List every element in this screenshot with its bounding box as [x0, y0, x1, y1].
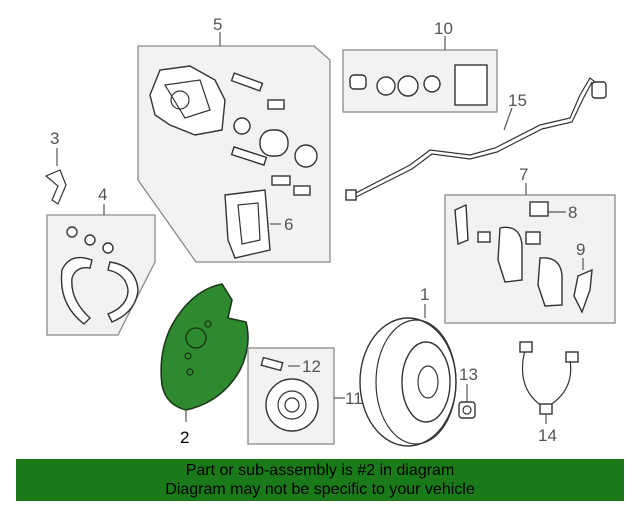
- seal-kit-group: 10: [342, 19, 498, 113]
- spring-clip-group: 3: [44, 129, 67, 205]
- callout-9: 9: [576, 240, 585, 259]
- callout-1: 1: [420, 285, 429, 304]
- brake-hose-group: 14: [519, 341, 579, 445]
- parking-brake-shoe-group: 4: [46, 185, 156, 336]
- banner-line-1: Part or sub-assembly is #2 in diagram: [185, 462, 455, 479]
- callout-2: 2: [180, 428, 189, 447]
- dust-shield-group: 2: [160, 283, 249, 447]
- callout-13: 13: [459, 365, 478, 384]
- callout-11: 11: [345, 389, 363, 408]
- callout-7: 7: [519, 165, 528, 184]
- callout-3: 3: [50, 129, 59, 148]
- dust-shield-highlight: [160, 283, 249, 411]
- callout-4: 4: [98, 185, 107, 204]
- info-banner: Part or sub-assembly is #2 in diagram Di…: [16, 459, 624, 501]
- hub-bearing-group: 12 11: [247, 347, 363, 445]
- callout-6: 6: [284, 215, 293, 234]
- callout-10: 10: [434, 19, 453, 38]
- callout-8: 8: [568, 203, 577, 222]
- caliper-assembly-group: 5 6: [137, 15, 331, 263]
- callout-12: 12: [302, 357, 321, 376]
- hub-nut-group: 13: [458, 365, 478, 419]
- banner-line-2: Diagram may not be specific to your vehi…: [165, 481, 475, 498]
- brake-rotor-group: 1: [359, 285, 457, 447]
- callout-15: 15: [508, 91, 527, 110]
- callout-14: 14: [538, 426, 557, 445]
- brake-pad-group: 7 8 9: [444, 165, 616, 324]
- abs-sensor-wire-group: 15: [345, 77, 607, 201]
- callout-5: 5: [213, 15, 222, 34]
